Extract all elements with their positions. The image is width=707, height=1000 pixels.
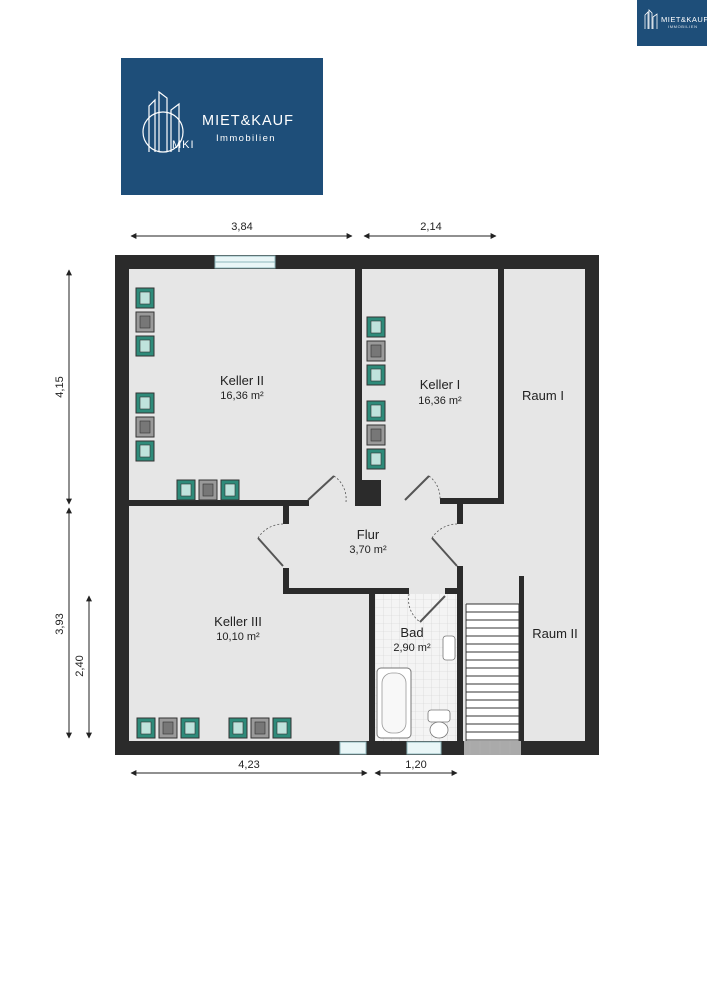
shelf-unit-inner: [370, 320, 382, 334]
shelf-unit-inner: [224, 483, 236, 497]
shelf-unit-inner: [139, 339, 151, 353]
room-name-keller-3: Keller III: [214, 614, 262, 629]
shelf-unit-inner: [370, 404, 382, 418]
shelf-unit-inner: [232, 721, 244, 735]
room-name-raum-1: Raum I: [522, 388, 564, 403]
building-logo-icon: [142, 90, 184, 153]
room-area-bad: 2,90 m²: [393, 642, 431, 654]
room-name-raum-2: Raum II: [532, 626, 578, 641]
shelf-unit-inner: [370, 344, 382, 358]
room-area-flur: 3,70 m²: [349, 544, 387, 556]
room-area-keller-1: 16,36 m²: [418, 395, 462, 407]
doors: [257, 475, 458, 623]
brand-name: MIET&KAUF: [202, 113, 294, 129]
room-area-keller-3: 10,10 m²: [216, 631, 260, 643]
shelf-unit-inner: [202, 483, 214, 497]
staircase: [464, 603, 521, 755]
shelf-unit-inner: [139, 396, 151, 410]
shelf-unit-inner: [180, 483, 192, 497]
dim-left-lower: 3,93: [54, 613, 66, 634]
corner-brand-logo: MIET&KAUF IMMOBILIEN: [637, 0, 707, 46]
sink: [442, 635, 456, 661]
dim-bottom-left: 4,23: [238, 759, 259, 771]
shelf-unit-inner: [254, 721, 266, 735]
bathtub: [376, 667, 412, 739]
shelf-unit-inner: [139, 291, 151, 305]
room-area-keller-2: 16,36 m²: [220, 390, 264, 402]
brand-logo: MIET&KAUF Immobilien MKI: [121, 58, 323, 195]
room-name-keller-2: Keller II: [220, 373, 264, 388]
shelf-unit-inner: [140, 721, 152, 735]
shelf-unit-inner: [139, 315, 151, 329]
brand-mark: MKI: [172, 139, 195, 151]
room-name-keller-1: Keller I: [420, 377, 460, 392]
corner-brand-sub: IMMOBILIEN: [668, 24, 698, 29]
shelf-unit-inner: [162, 721, 174, 735]
shelf-unit-inner: [370, 452, 382, 466]
brand-subtitle: Immobilien: [216, 133, 276, 144]
shelf-unit-inner: [370, 368, 382, 382]
dimension-labels: 3,84 2,14 4,15 3,93 2,40 4,23 1,20: [54, 221, 442, 771]
shelf-unit-inner: [139, 420, 151, 434]
shelf-unit-inner: [370, 428, 382, 442]
windows: [214, 255, 442, 755]
dim-bottom-right: 1,20: [405, 759, 426, 771]
room-labels: Keller II 16,36 m² Keller I 16,36 m² Rau…: [214, 373, 578, 654]
shelves: [135, 287, 386, 739]
interior-walls: [129, 269, 524, 741]
toilet: [427, 709, 451, 739]
shelf-unit-inner: [184, 721, 196, 735]
dimension-lines: [66, 233, 497, 776]
corner-brand-name: MIET&KAUF: [661, 15, 707, 24]
shelf-unit-inner: [276, 721, 288, 735]
dim-left-inner: 2,40: [74, 655, 86, 676]
dim-left-upper: 4,15: [54, 376, 66, 397]
building-logo-icon: [644, 9, 658, 29]
dim-top-left: 3,84: [231, 221, 252, 233]
room-name-bad: Bad: [400, 625, 423, 640]
shelf-unit-inner: [139, 444, 151, 458]
dim-top-right: 2,14: [420, 221, 441, 233]
room-name-flur: Flur: [357, 527, 380, 542]
